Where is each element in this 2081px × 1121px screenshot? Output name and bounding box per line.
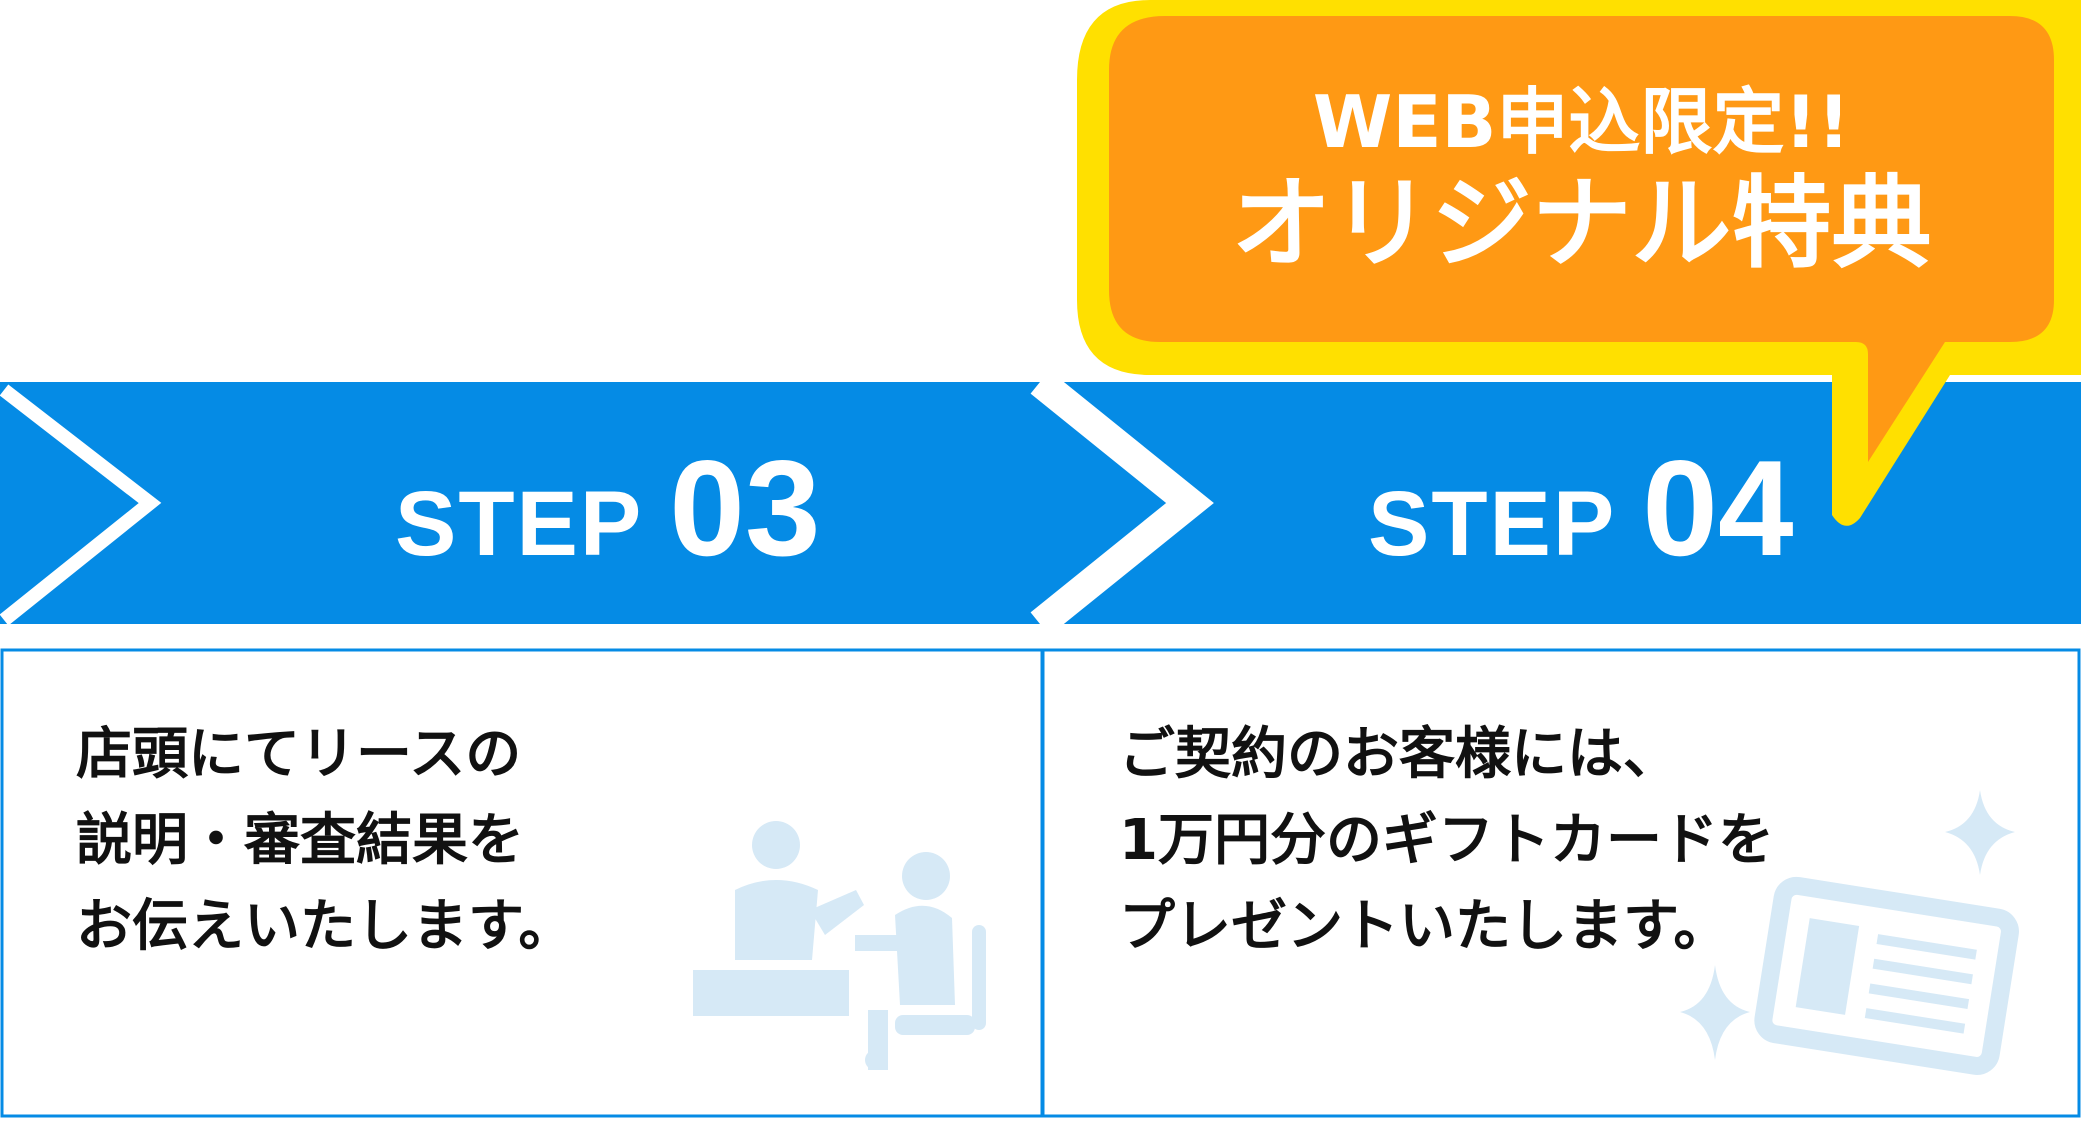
step-word: STEP bbox=[1368, 473, 1617, 575]
step-word: STEP bbox=[395, 473, 644, 575]
sparkle-icon bbox=[1945, 790, 2015, 875]
web-limited-bonus-bubble: WEB申込限定!! オリジナル特典 bbox=[1109, 16, 2054, 342]
description-line: 説明・審査結果を bbox=[76, 808, 524, 873]
sparkle-icon bbox=[1680, 965, 1750, 1060]
description-line: プレゼントいたします。 bbox=[1119, 894, 1730, 959]
gift-card-icon bbox=[1680, 790, 2019, 1075]
step-band bbox=[0, 382, 2081, 624]
description-line: 店頭にてリースの bbox=[76, 722, 522, 787]
description-line: お伝えいたします。 bbox=[76, 894, 575, 959]
step-number: 04 bbox=[1642, 432, 1794, 584]
step04-box bbox=[1041, 648, 2081, 1118]
step04-description: ご契約のお客様には、 1万円分のギフトカードを プレゼントいたします。 bbox=[1119, 712, 1774, 970]
description-line: 1万円分のギフトカードを bbox=[1119, 808, 1774, 873]
chevron-middle bbox=[1030, 370, 1214, 636]
description-line: ご契約のお客様には、 bbox=[1119, 722, 1679, 787]
bubble-line1: WEB申込限定!! bbox=[1312, 80, 1851, 164]
step-number: 03 bbox=[669, 432, 821, 584]
step03-description: 店頭にてリースの 説明・審査結果を お伝えいたします。 bbox=[76, 712, 574, 970]
consultation-icon bbox=[693, 821, 986, 1070]
chevron-left bbox=[0, 384, 162, 626]
bubble-line2: オリジナル特典 bbox=[1231, 165, 1932, 282]
speech-bubble-shape bbox=[1077, 0, 2081, 526]
